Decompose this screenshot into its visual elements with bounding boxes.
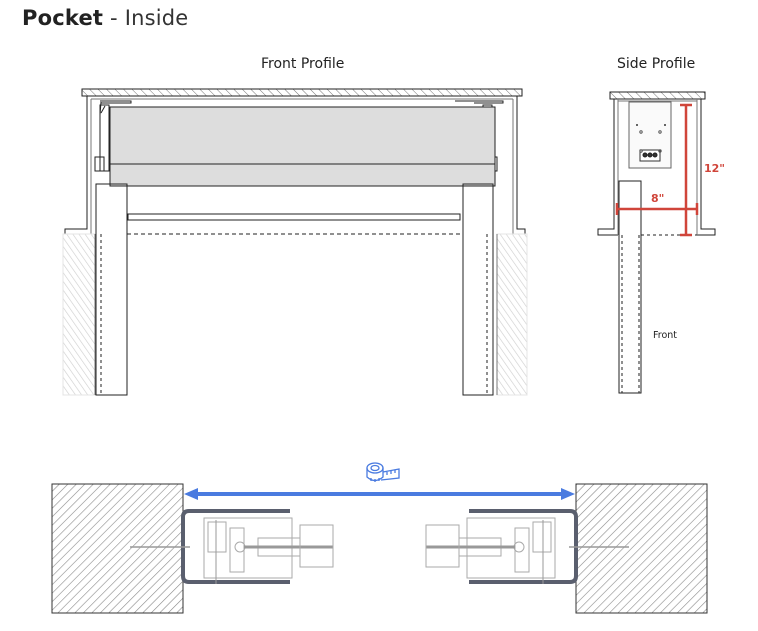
title-bold: Pocket: [22, 6, 104, 30]
width-measurement-arrow: [184, 488, 575, 500]
title-separator: -: [103, 6, 125, 30]
depth-dimension-label: 8": [651, 192, 664, 205]
left-motor-mechanism: [130, 517, 334, 584]
top-view-drawing: [51, 462, 708, 614]
side-profile-label: Side Profile: [617, 56, 696, 72]
right-wall: [575, 483, 708, 614]
front-profile-label: Front Profile: [261, 56, 345, 72]
ceiling-hatch: [81, 88, 523, 97]
page-title: Pocket - Inside: [22, 6, 188, 30]
front-direction-label: Front: [653, 330, 677, 341]
side-ceiling-hatch: [609, 91, 706, 100]
front-profile-drawing: [62, 88, 528, 396]
right-motor-mechanism: [425, 517, 629, 584]
side-dimension-lines: [615, 103, 699, 237]
left-wall: [51, 483, 184, 614]
tape-measure-icon: [366, 462, 400, 482]
title-light: Inside: [124, 6, 189, 30]
side-profile-drawing: [597, 91, 716, 394]
height-dimension-label: 12": [704, 162, 725, 175]
